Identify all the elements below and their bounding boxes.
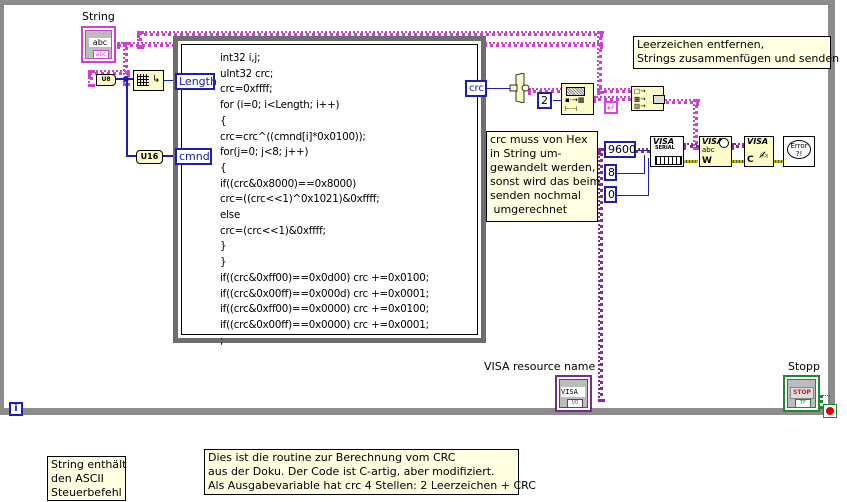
- string-wire-branch-v: [88, 70, 93, 87]
- code-line: uInt32 crc;: [220, 67, 274, 80]
- loop-condition-terminal[interactable]: [823, 404, 837, 418]
- visa-write-node[interactable]: VISA abc W: [699, 136, 732, 167]
- code-line: crc=((crc<<1)^0x1021)&0xffff;: [220, 193, 380, 206]
- iteration-terminal[interactable]: i: [9, 402, 23, 416]
- width-icon: ⊢⊣: [565, 105, 578, 113]
- string-icon: [566, 87, 585, 96]
- code-line: if((crc&0xff00)==0x0d00) crc +=0x0100;: [220, 271, 429, 284]
- code-line: }: [220, 256, 227, 269]
- string-wire-down: [597, 31, 602, 94]
- string-glyph: abc: [89, 38, 111, 47]
- visa-close-node[interactable]: VISA C ✍: [744, 136, 774, 167]
- stop-glyph: STOP: [790, 387, 814, 399]
- stop-control[interactable]: STOP TF: [783, 375, 820, 412]
- error-wire-3: [773, 160, 783, 163]
- string-wire-seg: [137, 31, 142, 49]
- clock-icon: [719, 138, 729, 148]
- error-wire-1: [684, 160, 698, 163]
- note-crc-routine: Dies ist die routine zur Berechnung vom …: [204, 449, 536, 495]
- stop-type-indicator: TF: [795, 399, 811, 408]
- code-line: if((crc&0xff00)==0x0000) crc +=0x0100;: [220, 303, 429, 316]
- parity-wire: [615, 195, 649, 196]
- array-size-icon: ↳: [152, 74, 161, 85]
- stop-if-true-icon: [826, 407, 834, 415]
- data-bits-constant[interactable]: 8: [604, 164, 617, 181]
- code-line: }: [220, 240, 227, 253]
- eol-icon: ↵: [606, 103, 616, 114]
- formula-output-crc[interactable]: crc: [465, 80, 487, 97]
- note-string-info: String enthält den ASCII Steuerbefehl: [47, 456, 126, 501]
- code-line: if((crc&0x00ff)==0x000d) crc +=0x0001;: [220, 287, 429, 300]
- wire-junction: [123, 76, 129, 82]
- u16-wire: [160, 155, 176, 157]
- visa-write-sub: abc: [702, 146, 715, 154]
- width-wire: [553, 100, 561, 101]
- visa-close-c: C: [747, 155, 754, 165]
- concat-out-wire-down: [693, 99, 698, 150]
- databits-wire-v: [644, 155, 645, 174]
- array-icon: [137, 74, 149, 86]
- visa-resource-control[interactable]: VISA I/0: [555, 375, 592, 412]
- formula-code[interactable]: int32 i,j; uInt32 crc; crc=0xffff; for (i=0…: [220, 51, 429, 349]
- concatenate-strings-node[interactable]: □→▩→▨→: [631, 86, 665, 111]
- simple-error-handler-node[interactable]: Error ?!: [783, 136, 815, 167]
- code-line: else: [220, 209, 241, 222]
- formula-input-length[interactable]: Length: [175, 73, 217, 90]
- note-remove-spaces: Leerzeichen entfernen, Strings zusammenf…: [633, 36, 839, 69]
- width-constant[interactable]: 2: [537, 92, 552, 109]
- visa-glyph: VISA: [561, 387, 585, 397]
- end-of-line-constant[interactable]: ↵: [604, 101, 618, 114]
- visa-configure-serial-node[interactable]: VISA SERIAL: [650, 136, 684, 167]
- format-pad-string-node[interactable]: ▪·→▩ ⊢⊣: [561, 83, 594, 115]
- string-type-indicator: abc: [93, 50, 109, 59]
- string-control-label: String: [82, 10, 115, 23]
- parity-wire-v: [648, 158, 649, 196]
- code-line: if((crc&0x00ff)==0x0000) crc +=0x0001;: [220, 318, 429, 331]
- to-u8-cast[interactable]: U8: [96, 74, 116, 86]
- visa-write-title: VISA: [702, 137, 724, 146]
- concat-inputs-icon: □→▩→▨→: [634, 87, 646, 110]
- visa-serial-title: VISA: [653, 137, 675, 146]
- code-line: for (i=0; i<Length; i++): [220, 99, 340, 112]
- parity-constant[interactable]: 0: [604, 186, 617, 203]
- code-line: {: [220, 114, 227, 127]
- stop-control-label: Stopp: [788, 360, 820, 373]
- serial-port-icon: [655, 156, 682, 165]
- visa-type-indicator: I/0: [567, 399, 583, 408]
- formula-node[interactable]: int32 i,j; uInt32 crc; crc=0xffff; for (i=0…: [173, 36, 486, 347]
- string-wire-branch: [123, 42, 128, 86]
- error-wire-2: [731, 160, 745, 163]
- hex-convert-icon: [509, 72, 530, 104]
- visa-serial-sub: SERIAL: [655, 145, 675, 151]
- string-control[interactable]: abc abc: [81, 26, 116, 63]
- insert-icon: ▪·→▩: [565, 96, 585, 104]
- crc-wire: [486, 88, 510, 89]
- number-to-hex-string-node[interactable]: [508, 72, 530, 104]
- visa-write-w: W: [702, 156, 712, 166]
- code-line: int32 i,j;: [220, 52, 261, 64]
- u8-wire-down: [126, 78, 128, 156]
- string-to-byte-array-node[interactable]: ↳: [133, 70, 164, 91]
- code-line: crc=crc^((cmnd[i]*0x0100));: [220, 130, 366, 143]
- formula-input-cmnd[interactable]: cmnd: [175, 148, 212, 165]
- code-line: for(j=0; j<8; j++): [220, 146, 309, 159]
- u8-wire-to-u16: [126, 155, 136, 157]
- visa-close-title: VISA: [747, 137, 769, 146]
- code-line: crc=(crc<<1)&0xffff;: [220, 224, 326, 237]
- baud-rate-constant[interactable]: 9600: [604, 141, 636, 158]
- databits-wire: [615, 173, 645, 174]
- visa-resource-label: VISA resource name: [484, 360, 596, 373]
- code-line: if((crc&0x8000)==0x8000): [220, 177, 357, 190]
- code-line: ;: [220, 334, 224, 347]
- concat-output-icon: [653, 95, 665, 104]
- error-bubble-icon: Error ?!: [787, 140, 811, 159]
- code-line: {: [220, 161, 227, 174]
- to-u16-cast[interactable]: U16: [136, 150, 163, 164]
- close-hand-icon: ✍: [759, 149, 769, 162]
- code-line: crc=0xffff;: [220, 83, 273, 96]
- note-crc-hex: crc muss von Hex in String um- gewandelt…: [486, 131, 600, 222]
- length-wire: [164, 80, 176, 81]
